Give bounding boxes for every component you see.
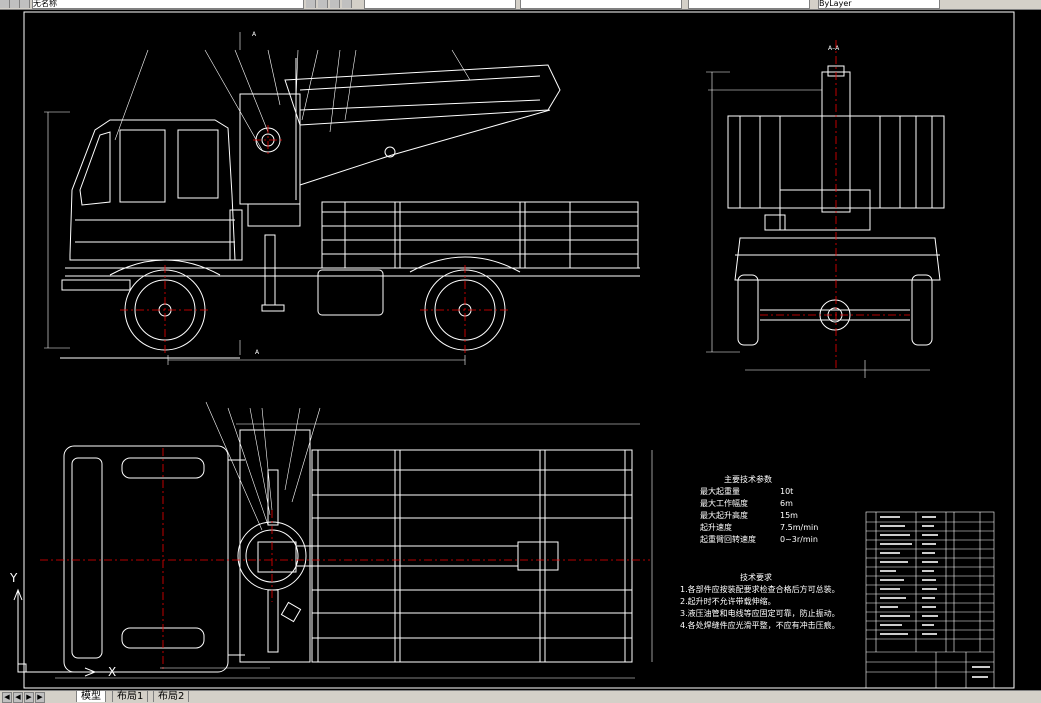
layer-manager-icon[interactable] xyxy=(318,0,328,8)
lineweight-dropdown[interactable] xyxy=(688,0,810,9)
param-label-2: 最大起升高度 xyxy=(700,510,748,520)
tab-prev-icon[interactable]: ◀ xyxy=(13,692,23,703)
layer-dropdown-value: 无名称 xyxy=(33,0,57,8)
tab-first-icon[interactable]: ◀ xyxy=(2,692,12,703)
requirement-1: 2.起升时不允许带载伸缩。 xyxy=(680,596,776,606)
color-dropdown[interactable] xyxy=(364,0,516,9)
ucs-x-label: X xyxy=(108,665,116,679)
drawing-canvas[interactable]: A A A–A xyxy=(0,10,1041,690)
side-view-truck xyxy=(60,58,640,359)
param-label-4: 起重臂回转速度 xyxy=(700,534,756,544)
param-label-3: 起升速度 xyxy=(700,522,732,532)
param-value-2: 15m xyxy=(780,511,798,520)
linetype-dropdown[interactable] xyxy=(520,0,682,9)
plotstyle-dropdown-value: ByLayer xyxy=(819,0,852,8)
ucs-y-label: Y xyxy=(9,571,18,585)
lightbulb-icon[interactable] xyxy=(10,0,20,8)
plan-view-dimensions xyxy=(55,401,653,679)
section-mark-top: A xyxy=(252,31,257,38)
tab-layout1[interactable]: 布局1 xyxy=(112,691,149,702)
requirements-title: 技术要求 xyxy=(740,572,772,582)
layer-prev-icon[interactable] xyxy=(306,0,316,8)
sun-icon[interactable] xyxy=(20,0,30,8)
parts-list-marks xyxy=(880,516,990,678)
requirement-2: 3.液压油管和电线等应固定可靠，防止振动。 xyxy=(680,608,840,618)
match-layer-icon[interactable] xyxy=(330,0,340,8)
param-label-1: 最大工作幅度 xyxy=(700,498,748,508)
side-view-dimensions xyxy=(44,32,471,365)
tab-next-icon[interactable]: ▶ xyxy=(24,692,34,703)
section-label: A–A xyxy=(828,45,840,52)
param-value-0: 10t xyxy=(780,487,793,496)
parts-list-table xyxy=(865,511,995,689)
param-value-4: 0~3r/min xyxy=(780,535,818,544)
param-label-0: 最大起重量 xyxy=(700,486,740,496)
layer-dropdown[interactable]: 无名称 xyxy=(32,0,304,9)
tab-model[interactable]: 模型 xyxy=(76,691,106,702)
layout-tab-bar: ◀ ◀ ▶ ▶ 模型 布局1 布局2 xyxy=(0,690,1041,703)
plan-view xyxy=(63,429,633,673)
properties-toolbar: 无名称 ByLayer xyxy=(0,0,1041,10)
plan-view-centerlines xyxy=(40,448,650,670)
end-view-dimensions xyxy=(706,71,930,378)
tab-last-icon[interactable]: ▶ xyxy=(35,692,45,703)
tab-layout2[interactable]: 布局2 xyxy=(153,691,190,702)
cad-drawing: A A A–A xyxy=(9,11,1015,689)
tech-params-title: 主要技术参数 xyxy=(724,474,772,484)
param-value-3: 7.5m/min xyxy=(780,523,818,532)
layer-iso-icon[interactable] xyxy=(342,0,352,8)
layer-state-icon[interactable] xyxy=(0,0,10,8)
side-view-labels: A A xyxy=(252,31,260,356)
ucs-icon xyxy=(13,588,97,677)
requirement-0: 1.各部件应按装配要求检查合格后方可总装。 xyxy=(680,584,840,594)
requirement-3: 4.各处焊缝件应光滑平整，不应有冲击压痕。 xyxy=(680,620,840,630)
tech-params-block: 主要技术参数 最大起重量 10t 最大工作幅度 6m 最大起升高度 15m 起升… xyxy=(700,474,818,544)
side-view-centerlines xyxy=(120,125,510,355)
drawing-frame xyxy=(23,11,1015,689)
plotstyle-dropdown[interactable]: ByLayer xyxy=(818,0,940,9)
end-view-centerlines xyxy=(760,40,910,370)
param-value-1: 6m xyxy=(780,499,793,508)
section-mark-bottom: A xyxy=(255,349,260,356)
requirements-block: 技术要求 1.各部件应按装配要求检查合格后方可总装。 2.起升时不允许带载伸缩。… xyxy=(680,572,840,630)
